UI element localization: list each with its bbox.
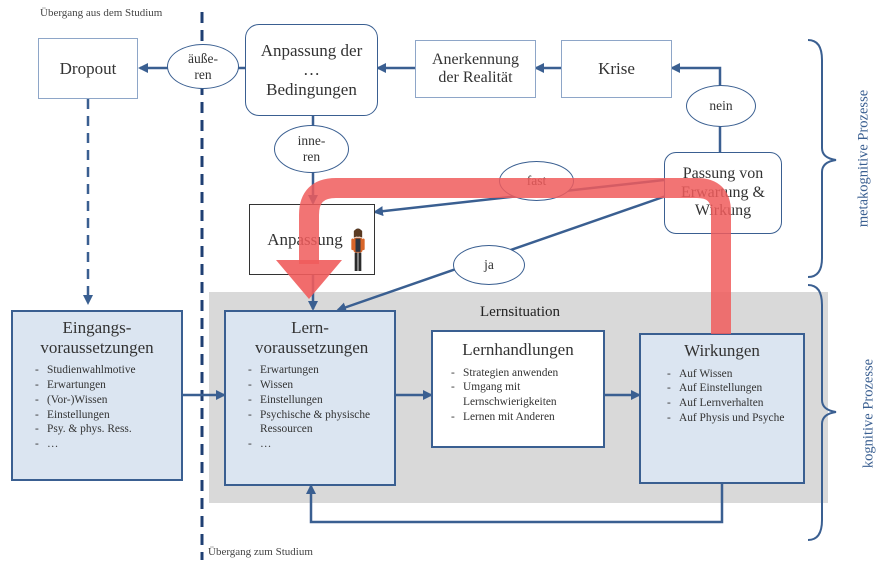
dropout-box: Dropout [38,38,138,99]
external-oval: äuße-ren [167,44,239,89]
list-item: … [248,437,394,452]
transition-from-study-label: Übergang aus dem Studium [40,7,163,19]
list-item: Umgang mit Lernschwierigkeiten [451,380,583,410]
learning-situation-title: Lernsituation [480,304,560,320]
learning-requirements-title: Lern-voraussetzungen [255,318,369,357]
entry-requirements-title: Eingangs-voraussetzungen [40,318,154,357]
list-item: Psy. & phys. Ress. [35,422,181,437]
fit-expectation-effect-box: Passung von Erwartung & Wirkung [664,152,782,234]
list-item: … [35,437,181,452]
learning-actions-title: Lernhandlungen [462,340,574,359]
almost-oval: fast [499,161,574,201]
list-item: Wissen [248,378,394,393]
list-item: Strategien anwenden [451,366,603,381]
entry-requirements-list: Studienwahlmotive Erwartungen (Vor-)Wiss… [13,363,181,452]
internal-oval: inne-ren [274,125,349,173]
list-item: Lernen mit Anderen [451,410,603,425]
list-item: Auf Wissen [667,367,803,382]
list-item: (Vor-)Wissen [35,393,181,408]
entry-requirements-box: Eingangs-voraussetzungen Studienwahlmoti… [11,310,183,481]
learning-requirements-list: Erwartungen Wissen Einstellungen Psychis… [226,363,394,452]
transition-to-study-label: Übergang zum Studium [208,546,313,558]
list-item: Auf Physis und Psyche [667,411,789,426]
adaptation-conditions-box: Anpassung der … Bedingungen [245,24,378,116]
list-item: Psychische & physische Ressourcen [248,408,394,438]
list-item: Einstellungen [248,393,394,408]
list-item: Erwartungen [248,363,394,378]
metacognitive-brace [807,39,837,278]
effects-box: Wirkungen Auf Wissen Auf Einstellungen A… [639,333,805,484]
list-item: Auf Einstellungen [667,381,803,396]
yes-oval: ja [453,245,525,285]
no-oval: nein [686,85,756,127]
cognitive-brace [807,284,837,541]
list-item: Auf Lernverhalten [667,396,803,411]
recognition-reality-box: Anerkennung der Realität [415,40,536,98]
learning-actions-box: Lernhandlungen Strategien anwenden Umgan… [431,330,605,448]
crisis-box: Krise [561,40,672,98]
list-item: Einstellungen [35,408,181,423]
effects-title: Wirkungen [684,341,760,360]
learning-requirements-box: Lern-voraussetzungen Erwartungen Wissen … [224,310,396,486]
list-item: Studienwahlmotive [35,363,181,378]
effects-list: Auf Wissen Auf Einstellungen Auf Lernver… [641,367,803,426]
person-figure-icon [351,228,365,271]
metacognitive-label: metakognitive Prozesse [855,89,872,228]
learning-actions-list: Strategien anwenden Umgang mit Lernschwi… [433,366,603,425]
list-item: Erwartungen [35,378,181,393]
cognitive-label: kognitive Prozesse [860,358,877,469]
